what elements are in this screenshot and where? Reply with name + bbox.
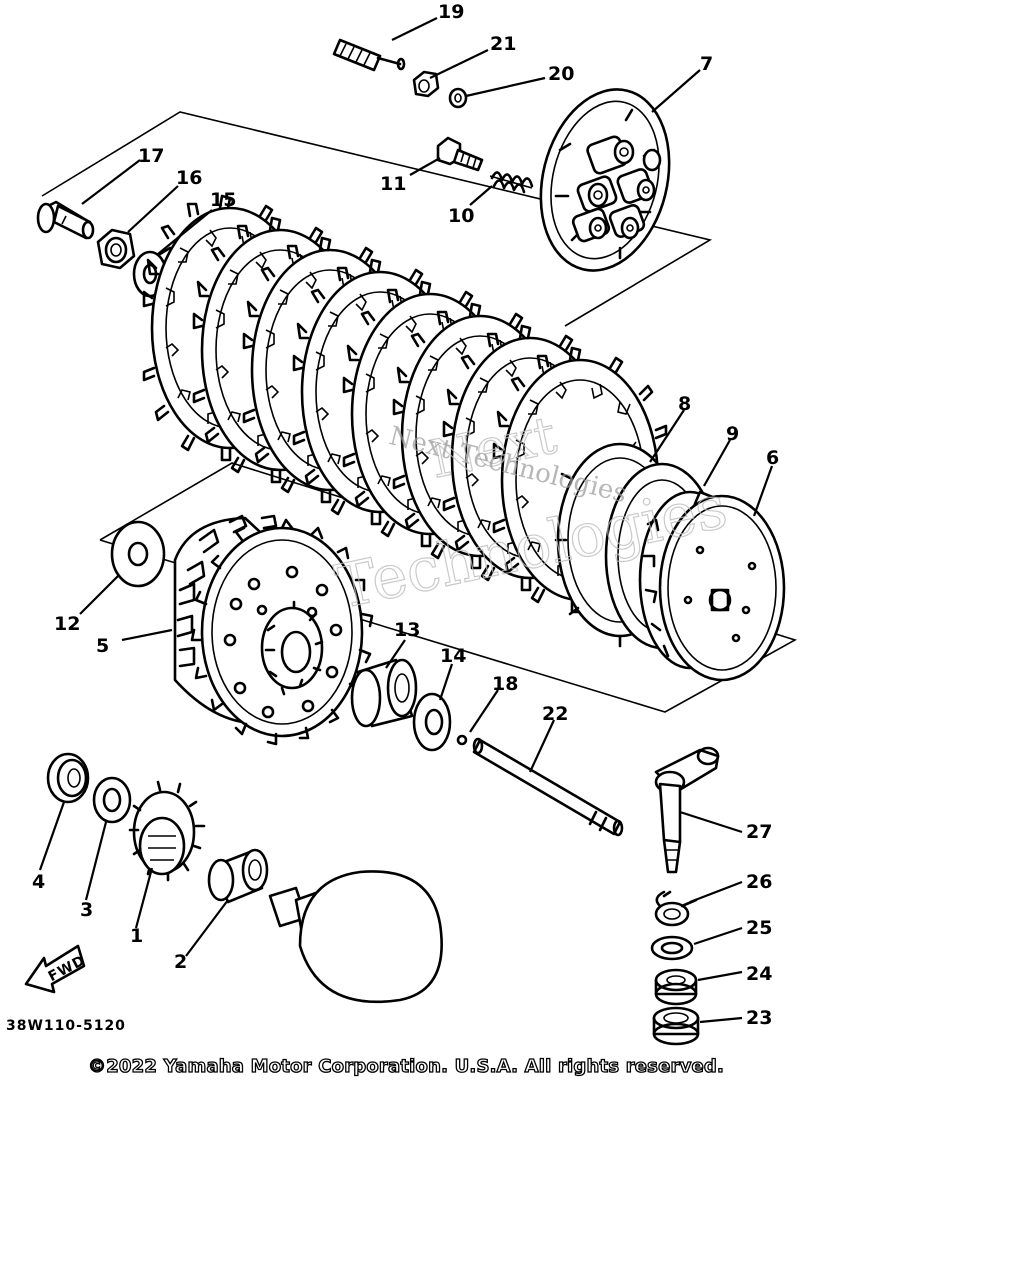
- part-18-ball: [456, 734, 468, 746]
- part-3-washer: [92, 776, 132, 824]
- callout-3: 3: [80, 899, 93, 921]
- part-25-oil-seal: [650, 935, 694, 961]
- part-2-bearing: [207, 848, 269, 904]
- callout-26: 26: [746, 871, 772, 893]
- callout-25: 25: [746, 917, 772, 939]
- callout-15: 15: [210, 189, 236, 211]
- part-6-clutch-boss: [638, 490, 786, 682]
- part-23-needle-bearing: [652, 1006, 700, 1046]
- callout-19: 19: [438, 1, 464, 23]
- callout-13: 13: [394, 619, 420, 641]
- part-26-torsion-spring: [654, 890, 698, 927]
- callout-8: 8: [678, 393, 691, 415]
- part-22-push-rod: [472, 737, 624, 837]
- callout-22: 22: [542, 703, 568, 725]
- callout-18: 18: [492, 673, 518, 695]
- part-14-washer: [412, 692, 452, 752]
- part-27-push-lever: [654, 746, 720, 874]
- callout-6: 6: [766, 447, 779, 469]
- callout-9: 9: [726, 423, 739, 445]
- pressure-plate-outline-box: [41, 111, 713, 327]
- callout-27: 27: [746, 821, 772, 843]
- callout-labels: 19 21 20 7 17 11 10 16 15 8 9 6 12 5 13 …: [32, 1, 779, 1029]
- part-11-bolt: [436, 136, 484, 172]
- part-4-collar: [46, 752, 90, 804]
- callout-12: 12: [54, 613, 80, 635]
- callout-7: 7: [700, 53, 713, 75]
- drawing-code: 38W110-5120: [6, 1018, 126, 1034]
- part-19-adjust-screw: [332, 38, 406, 72]
- part-16-clutch-nut: [96, 228, 136, 270]
- part-20-washer: [448, 87, 468, 109]
- callout-4: 4: [32, 871, 45, 893]
- callout-20: 20: [548, 63, 574, 85]
- forward-arrow-icon: FWD: [24, 944, 88, 994]
- callout-23: 23: [746, 1007, 772, 1029]
- callout-10: 10: [448, 205, 474, 227]
- part-7-pressure-plate: [539, 88, 671, 272]
- clutch-boss-outline-box: [99, 462, 798, 713]
- part-17-push-shaft: [36, 200, 95, 240]
- part-1-primary-drive-gear: [128, 780, 206, 882]
- callout-11: 11: [380, 173, 406, 195]
- callout-17: 17: [138, 145, 164, 167]
- callout-14: 14: [440, 645, 466, 667]
- part-24-bearing: [654, 968, 698, 1006]
- part-12-thrust-washer: [110, 520, 166, 588]
- part-5-clutch-housing: [173, 514, 374, 746]
- callout-2: 2: [174, 951, 187, 973]
- callout-24: 24: [746, 963, 772, 985]
- part-13-spacer: [350, 658, 418, 728]
- callout-21: 21: [490, 33, 516, 55]
- crankshaft-web: [268, 870, 443, 1004]
- copyright-notice: ©2022 Yamaha Motor Corporation. U.S.A. A…: [87, 1055, 725, 1077]
- callout-16: 16: [176, 167, 202, 189]
- leader-lines: [38, 17, 774, 1024]
- callout-5: 5: [96, 635, 109, 657]
- part-10-clutch-spring: [489, 171, 534, 194]
- callout-1: 1: [130, 925, 143, 947]
